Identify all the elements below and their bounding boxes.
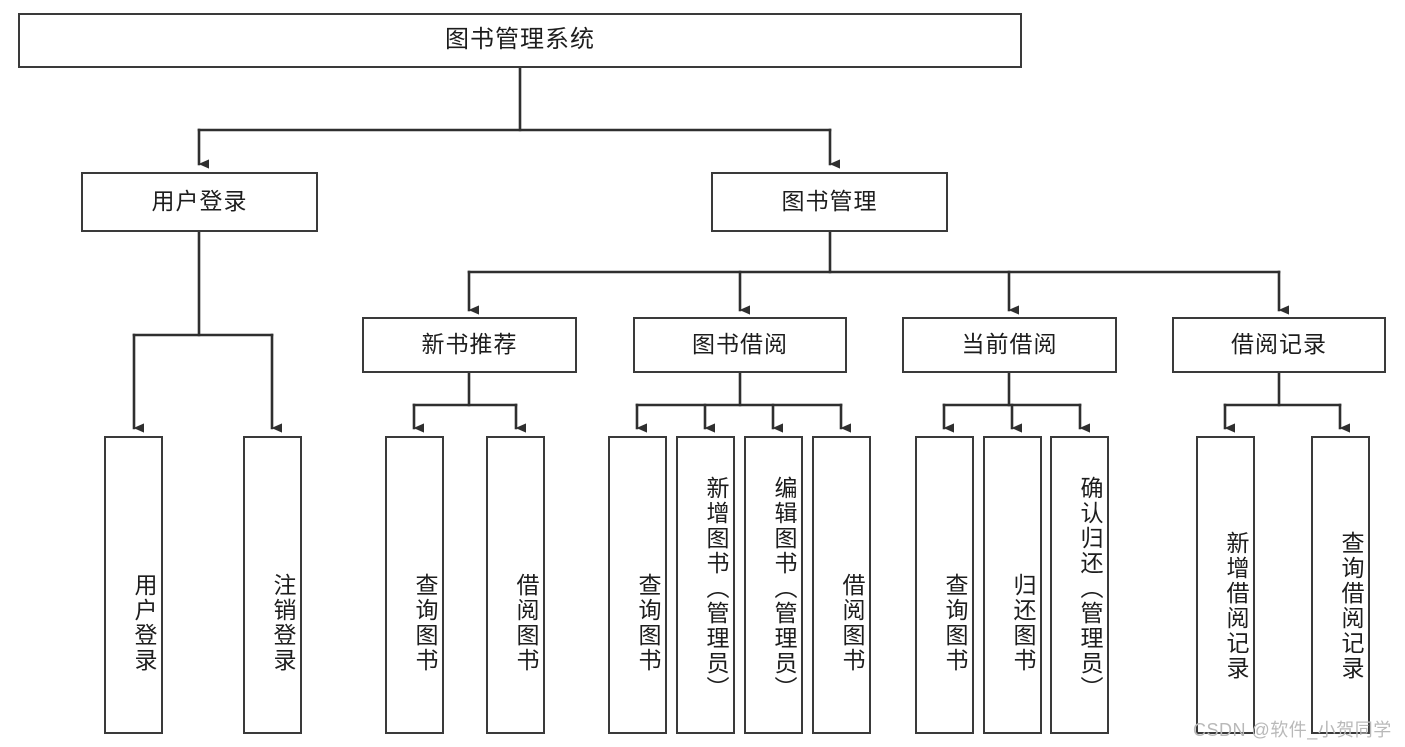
edges-newbook-to-leaves: [412, 371, 526, 433]
leaf-return-book[interactable]: 归还图书: [983, 436, 1042, 734]
node-new-book-recommend[interactable]: 新书推荐: [362, 317, 577, 373]
leaf-add-book-admin[interactable]: 新增图书（管理员）: [676, 436, 735, 734]
leaf-query-book-current[interactable]: 查询图书: [915, 436, 974, 734]
edges-borrow-to-leaves: [635, 371, 851, 433]
leaf-logout-login[interactable]: 注销登录: [243, 436, 302, 734]
edges-records-to-leaves: [1223, 371, 1350, 433]
leaf-borrow-book-newbook[interactable]: 借阅图书: [486, 436, 545, 734]
leaf-add-borrow-record[interactable]: 新增借阅记录: [1196, 436, 1255, 734]
leaf-query-borrow-record[interactable]: 查询借阅记录: [1311, 436, 1370, 734]
edges-bookmgmt-to-level3: [467, 230, 1289, 315]
csdn-watermark: CSDN @软件_小贺同学: [1193, 720, 1392, 740]
leaf-confirm-return-admin[interactable]: 确认归还（管理员）: [1050, 436, 1109, 734]
node-book-management[interactable]: 图书管理: [711, 172, 948, 232]
node-borrow-records[interactable]: 借阅记录: [1172, 317, 1386, 373]
leaf-query-book-borrow[interactable]: 查询图书: [608, 436, 667, 734]
leaf-borrow-book-borrow[interactable]: 借阅图书: [812, 436, 871, 734]
leaf-edit-book-admin[interactable]: 编辑图书（管理员）: [744, 436, 803, 734]
node-current-borrow[interactable]: 当前借阅: [902, 317, 1117, 373]
leaf-user-login[interactable]: 用户登录: [104, 436, 163, 734]
edges-root-to-level2: [197, 66, 840, 169]
node-root[interactable]: 图书管理系统: [18, 13, 1022, 68]
edges-userlogin-to-leaves: [132, 230, 282, 433]
node-book-borrow[interactable]: 图书借阅: [633, 317, 847, 373]
node-user-login[interactable]: 用户登录: [81, 172, 318, 232]
leaf-query-book-newbook[interactable]: 查询图书: [385, 436, 444, 734]
edges-current-to-leaves: [942, 371, 1090, 433]
